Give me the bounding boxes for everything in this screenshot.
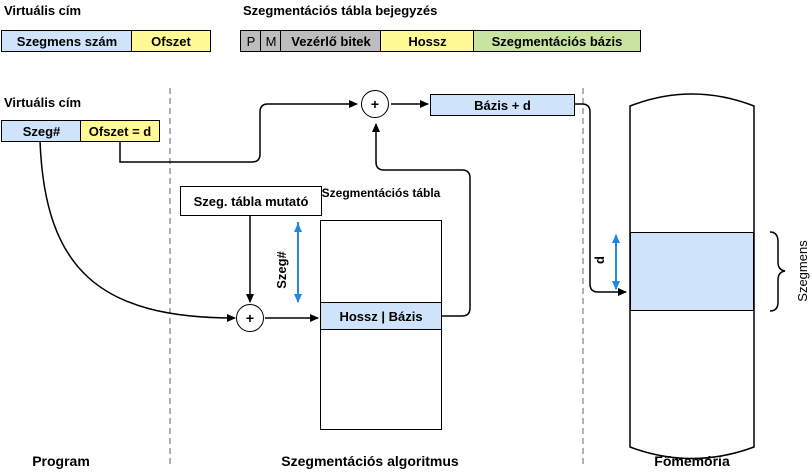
top-adder: + bbox=[361, 90, 389, 118]
memory-segment bbox=[630, 232, 754, 311]
segment-label: Szegmens bbox=[795, 240, 810, 302]
legend-virtual-address-title: Virtuális cím bbox=[4, 3, 82, 18]
program-offset-d: Ofszet = d bbox=[80, 120, 160, 142]
section-algorithm: Szegmentációs algoritmus bbox=[281, 453, 459, 469]
section-program: Program bbox=[32, 453, 90, 469]
legend-base: Szegmentációs bázis bbox=[473, 30, 641, 52]
base-plus-d: Bázis + d bbox=[430, 94, 575, 116]
base-plus-d-to-memory-arrow bbox=[575, 103, 627, 296]
row-to-adder-arrow bbox=[372, 123, 471, 317]
legend-p-bit: P bbox=[240, 30, 262, 52]
program-virtual-address-title: Virtuális cím bbox=[4, 95, 82, 110]
legend-entry-title: Szegmentációs tábla bejegyzés bbox=[243, 3, 438, 18]
legend-length: Hossz bbox=[380, 30, 475, 52]
offset-to-adder-arrow bbox=[119, 100, 358, 163]
seg-to-adder-arrow bbox=[39, 140, 236, 322]
program-seg-number: Szeg# bbox=[1, 120, 82, 142]
legend-control-bits: Vezérlő bitek bbox=[280, 30, 382, 52]
section-memory: Főmemória bbox=[654, 453, 730, 469]
seg-span-label: Szeg# bbox=[274, 251, 289, 289]
d-span-label: d bbox=[592, 256, 607, 264]
table-title: Szegmentációs tábla bbox=[321, 186, 441, 200]
legend-m-bit: M bbox=[260, 30, 282, 52]
legend-segment-number: Szegmens szám bbox=[1, 30, 133, 52]
table-pointer: Szeg. tábla mutató bbox=[180, 186, 322, 216]
legend-offset: Ofszet bbox=[131, 30, 211, 52]
table-row-length-base: Hossz | Bázis bbox=[320, 302, 442, 330]
segment-brace bbox=[769, 231, 786, 312]
bottom-adder: + bbox=[236, 304, 264, 332]
